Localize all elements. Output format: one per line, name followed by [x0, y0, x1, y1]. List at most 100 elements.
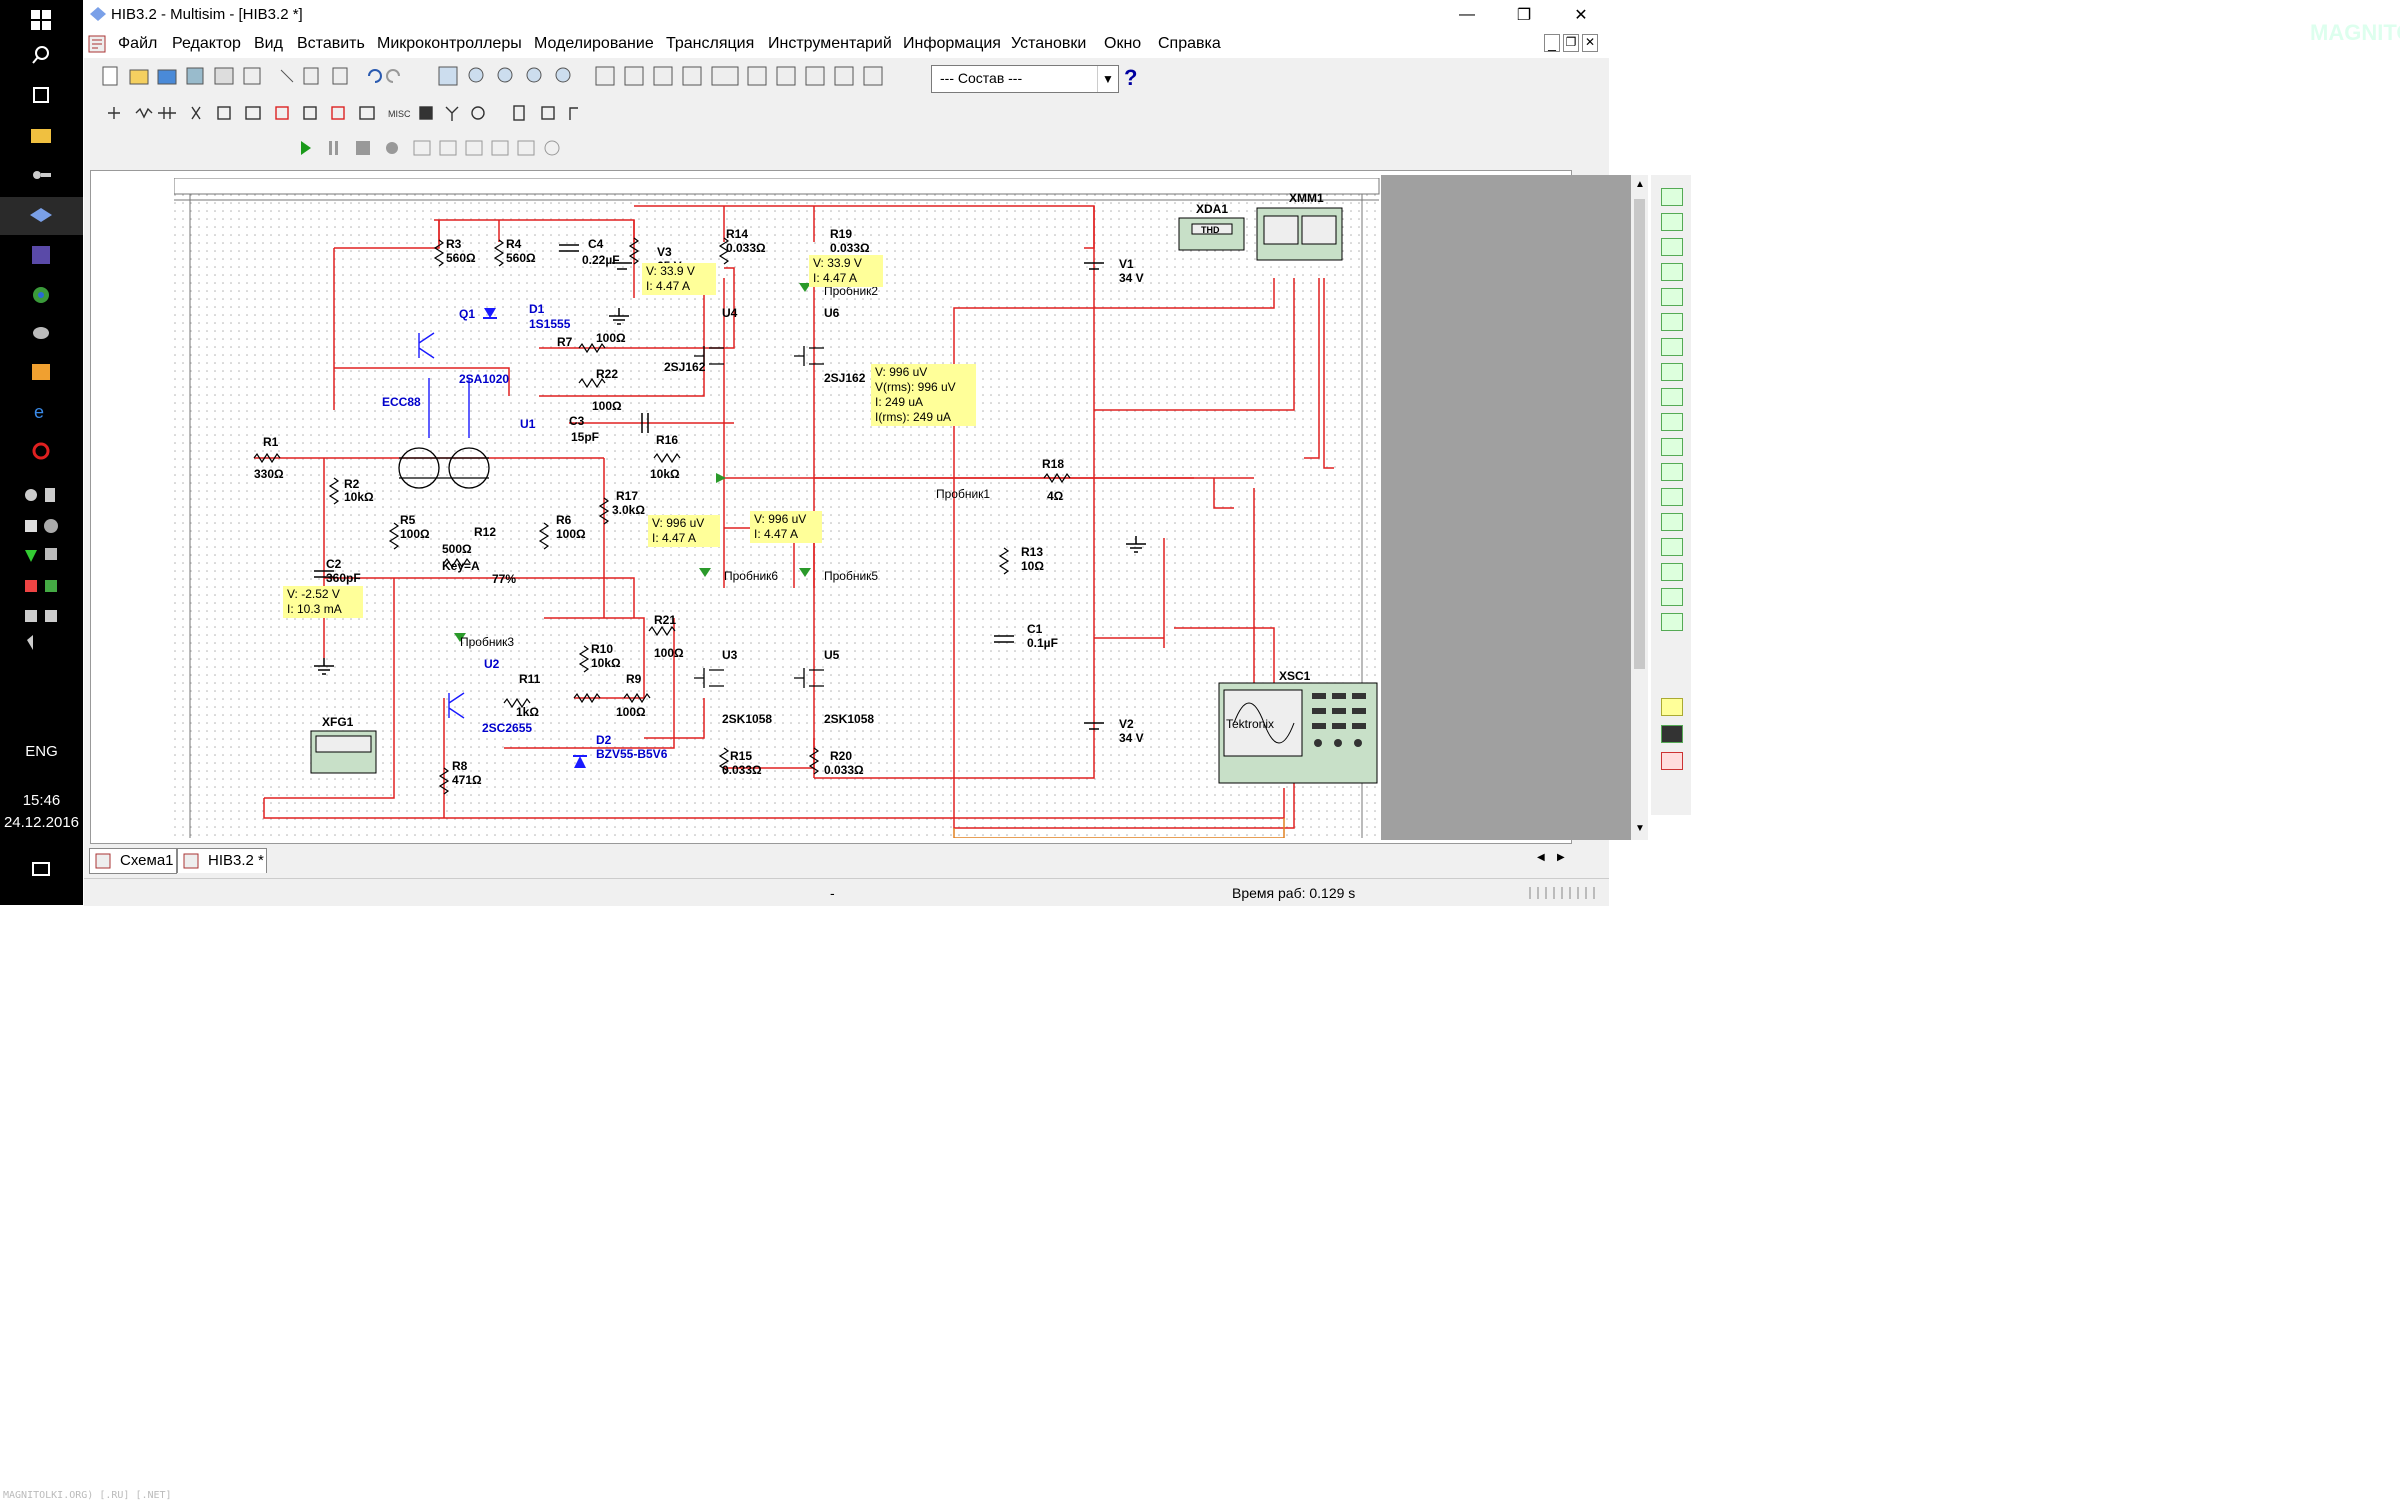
- label-xsc1: XSC1: [1279, 669, 1311, 683]
- function-generator-icon[interactable]: [1661, 213, 1683, 231]
- probe-readout-output[interactable]: V: 996 uV V(rms): 996 uV I: 249 uA I(rms…: [871, 364, 976, 426]
- tab-scroll-left-icon[interactable]: ◀: [1537, 852, 1545, 863]
- app-logo-icon: [90, 7, 106, 21]
- doc-minimize-button[interactable]: _: [1544, 34, 1560, 52]
- chrome-icon[interactable]: [20, 280, 62, 310]
- input-language[interactable]: ENG: [25, 743, 58, 760]
- resize-grip[interactable]: [1529, 887, 1599, 899]
- menu-mcu[interactable]: Микроконтроллеры: [377, 35, 522, 52]
- tektronix-oscilloscope-icon[interactable]: [1661, 613, 1683, 631]
- component-wizard-icon: [682, 66, 702, 86]
- word-generator-icon[interactable]: [1661, 363, 1683, 381]
- status-center: -: [830, 885, 835, 901]
- value-u2: 2SC2655: [482, 721, 532, 735]
- search-icon[interactable]: [20, 40, 62, 70]
- value-c4: 0.22µF: [582, 253, 620, 267]
- file-explorer-icon[interactable]: [20, 120, 62, 150]
- hierarchy-icon: [595, 66, 615, 86]
- multimeter-icon[interactable]: [1661, 188, 1683, 206]
- diode-d1: [484, 308, 496, 318]
- oscilloscope-icon[interactable]: [1661, 263, 1683, 281]
- app-icon-purple[interactable]: [20, 240, 62, 270]
- menu-help[interactable]: Справка: [1158, 35, 1221, 52]
- spectrum-analyzer-icon[interactable]: [1661, 488, 1683, 506]
- copy-icon: [303, 67, 319, 85]
- labview-icon[interactable]: [1661, 698, 1683, 716]
- iv-analyzer-icon[interactable]: [1661, 438, 1683, 456]
- app-icon-circuit[interactable]: [20, 160, 62, 190]
- scroll-up-icon[interactable]: ▲: [1635, 179, 1645, 190]
- menu-file[interactable]: Файл: [118, 35, 158, 52]
- menu-tools[interactable]: Инструментарий: [768, 35, 892, 52]
- current-probe-icon[interactable]: [1661, 752, 1683, 770]
- restore-button[interactable]: ❐: [1516, 7, 1532, 24]
- paste-icon: [332, 67, 348, 85]
- doc-close-button[interactable]: ✕: [1582, 34, 1598, 52]
- frequency-counter-icon[interactable]: [1661, 338, 1683, 356]
- windows-start-icon[interactable]: [20, 5, 62, 35]
- tab-hib32-label: НІВ3.2 *: [208, 852, 264, 869]
- label-probe1: Пробник1: [936, 487, 990, 501]
- menu-insert[interactable]: Вставить: [297, 35, 365, 52]
- wattmeter-icon[interactable]: [1661, 238, 1683, 256]
- value-r1: 330Ω: [254, 467, 284, 481]
- scroll-thumb[interactable]: [1634, 199, 1645, 669]
- value-r13: 10Ω: [1021, 559, 1044, 573]
- media-player-icon[interactable]: [20, 357, 62, 387]
- menu-options[interactable]: Установки: [1011, 35, 1087, 52]
- distortion-analyzer-icon[interactable]: [1661, 463, 1683, 481]
- label-r22: R22: [596, 367, 618, 381]
- tray-icons[interactable]: [20, 488, 62, 650]
- agilent-generator-icon[interactable]: [1661, 538, 1683, 556]
- document-icon[interactable]: [88, 35, 106, 53]
- scroll-down-icon[interactable]: ▼: [1635, 823, 1645, 834]
- action-center-icon[interactable]: [20, 855, 62, 885]
- network-analyzer-icon[interactable]: [1661, 513, 1683, 531]
- minimize-button[interactable]: —: [1459, 6, 1475, 23]
- doc-restore-button[interactable]: ❐: [1563, 34, 1579, 52]
- probe-readout-u5[interactable]: V: 996 uV I: 4.47 A: [750, 511, 822, 543]
- probe-readout-u4[interactable]: V: 33.9 V I: 4.47 A: [642, 263, 716, 295]
- clock-time[interactable]: 15:46: [22, 792, 61, 809]
- label-r19: R19: [830, 227, 852, 241]
- label-r1: R1: [263, 435, 279, 449]
- menu-transfer[interactable]: Трансляция: [666, 35, 755, 52]
- logic-converter-icon[interactable]: [1661, 413, 1683, 431]
- label-r4: R4: [506, 237, 522, 251]
- breakpoint-icon: [517, 140, 535, 156]
- close-button[interactable]: ✕: [1574, 7, 1588, 24]
- probe-readout-u3[interactable]: V: 996 uV I: 4.47 A: [648, 515, 720, 547]
- label-probe3: Пробник3: [460, 635, 514, 649]
- multisim-icon[interactable]: [20, 200, 62, 230]
- menu-reports[interactable]: Информация: [903, 35, 1001, 52]
- task-view-icon[interactable]: [20, 80, 62, 110]
- menu-window[interactable]: Окно: [1104, 35, 1142, 52]
- tab-schema1[interactable]: Схема1: [89, 848, 177, 874]
- menu-view[interactable]: Вид: [254, 35, 283, 52]
- help-icon[interactable]: ?: [1124, 65, 1138, 90]
- tab-hib32[interactable]: НІВ3.2 *: [177, 848, 267, 873]
- ni-elvis-icon[interactable]: [1661, 725, 1683, 743]
- label-r12: R12: [474, 525, 496, 539]
- app-icon-bird[interactable]: [20, 318, 62, 348]
- agilent-oscilloscope-icon[interactable]: [1661, 588, 1683, 606]
- probe-readout-u2[interactable]: V: -2.52 V I: 10.3 mA: [283, 586, 363, 618]
- probe-readout-u6[interactable]: V: 33.9 V I: 4.47 A: [809, 255, 883, 287]
- stop-icon: [356, 141, 370, 155]
- clock-date[interactable]: 24.12.2016: [3, 814, 80, 831]
- menu-edit[interactable]: Редактор: [172, 35, 241, 52]
- label-r15: R15: [730, 749, 752, 763]
- value-u5: 2SK1058: [824, 712, 874, 726]
- in-use-list-combo[interactable]: --- Состав --- ▼: [931, 65, 1119, 93]
- bode-plotter-icon[interactable]: [1661, 313, 1683, 331]
- probe-readout-u5-v: V: 996 uV: [754, 512, 807, 526]
- opera-icon[interactable]: [20, 436, 62, 466]
- vertical-scrollbar[interactable]: ▲ ▼: [1631, 175, 1648, 840]
- label-q1: Q1: [459, 307, 475, 321]
- agilent-multimeter-icon[interactable]: [1661, 563, 1683, 581]
- tab-scroll-right-icon[interactable]: ▶: [1557, 852, 1565, 863]
- edge-icon[interactable]: e: [20, 396, 62, 426]
- menu-simulate[interactable]: Моделирование: [534, 35, 654, 52]
- four-channel-oscilloscope-icon[interactable]: [1661, 288, 1683, 306]
- logic-analyzer-icon[interactable]: [1661, 388, 1683, 406]
